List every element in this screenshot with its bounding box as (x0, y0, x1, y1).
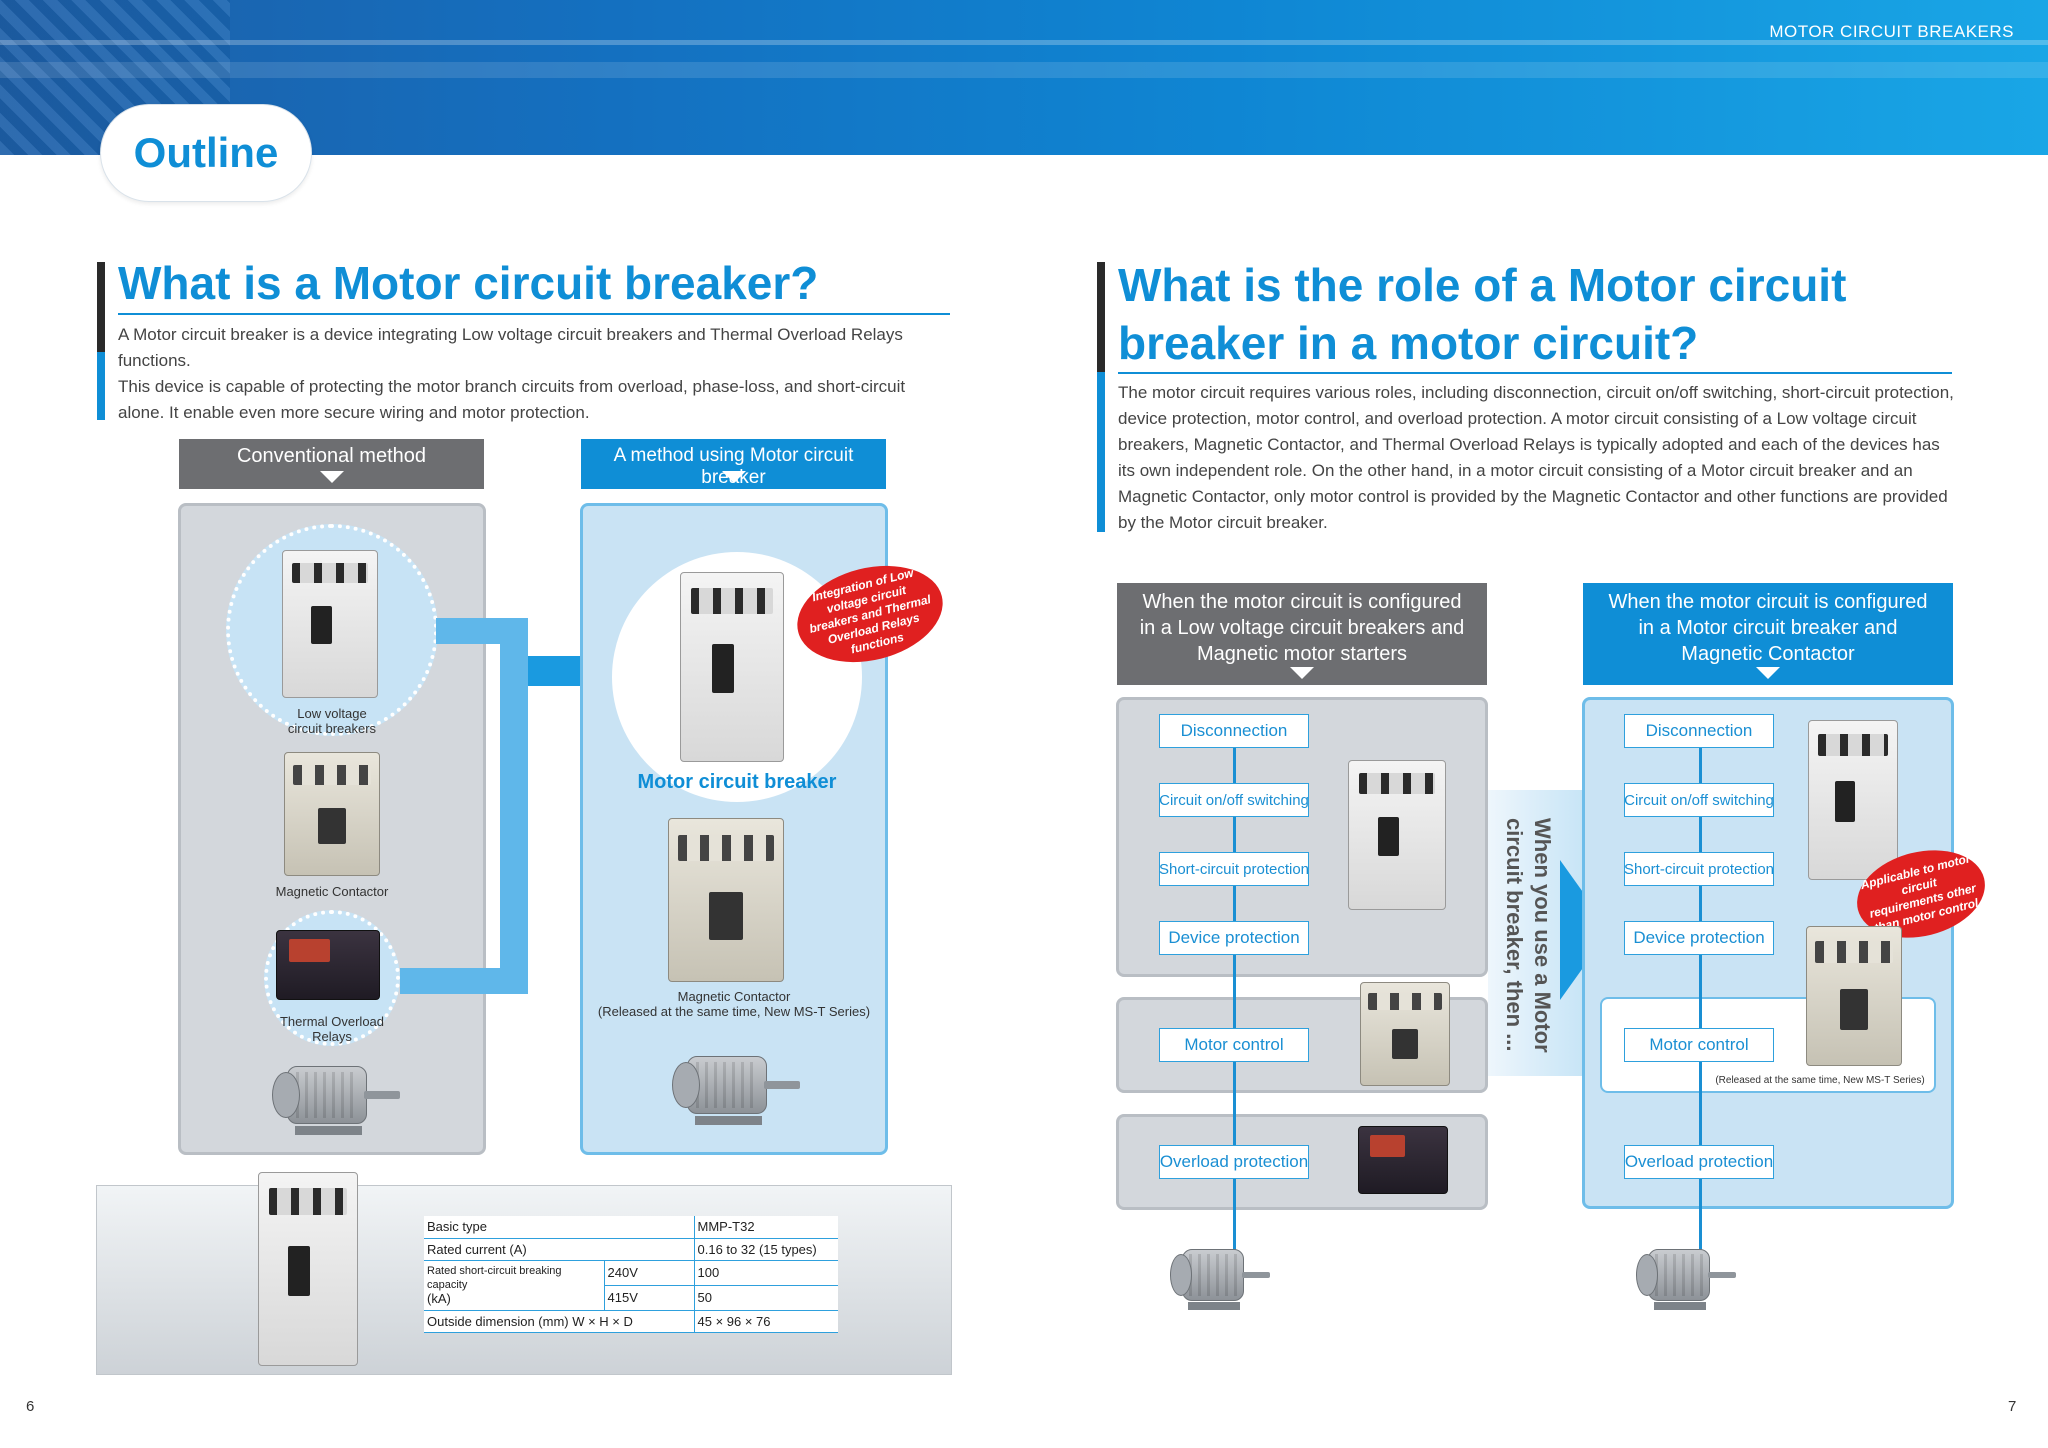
magnetic-contactor-image (668, 818, 784, 982)
circuit-line (1699, 720, 1702, 1250)
role-disconnection: Disconnection (1159, 714, 1309, 748)
role-overload: Overload protection (1624, 1145, 1774, 1179)
motor-image (672, 1040, 800, 1130)
magnetic-contactor-caption: Magnetic Contactor (275, 884, 389, 899)
integration-connector (500, 618, 528, 994)
magnetic-contactor-new-caption: Magnetic Contactor (Released at the same… (597, 989, 871, 1019)
conventional-method-header: Conventional method (179, 439, 484, 489)
left-title-bar (97, 262, 105, 420)
right-title-bar (1097, 262, 1105, 532)
role-short-circuit: Short-circuit protection (1624, 852, 1774, 886)
outline-title: Outline (133, 129, 279, 176)
page-number-right: 7 (2008, 1398, 2017, 1415)
role-short-circuit: Short-circuit protection (1159, 852, 1309, 886)
mmp-t32-image (258, 1172, 358, 1366)
page-number-left: 6 (26, 1398, 35, 1415)
down-arrow-icon (319, 471, 344, 483)
motor-image (1636, 1235, 1736, 1315)
left-paragraph-2: This device is capable of protecting the… (118, 377, 906, 422)
motor-image (1170, 1235, 1270, 1315)
spec-value: 100 (694, 1260, 838, 1286)
table-row: Rated short-circuit breaking capacity(kA… (424, 1260, 838, 1311)
low-voltage-breaker-image (1348, 760, 1446, 910)
spec-value: 50 (694, 1285, 838, 1311)
thermal-overload-relay-image (276, 930, 380, 1000)
role-overload: Overload protection (1159, 1145, 1309, 1179)
low-voltage-breaker-image (282, 550, 378, 698)
table-row: Outside dimension (mm) W × H × D 45 × 96… (424, 1310, 838, 1333)
released-note: (Released at the same time, New MS-T Ser… (1715, 1075, 1925, 1086)
conventional-config-header: When the motor circuit is configured in … (1117, 583, 1487, 685)
breaking-unit: (kA) (427, 1290, 451, 1306)
spec-value: 0.16 to 32 (15 types) (694, 1238, 838, 1261)
mcb-caption: Motor circuit breaker (637, 771, 837, 793)
left-title-rule (118, 313, 950, 315)
down-arrow-icon (1756, 667, 1780, 679)
banner-stripe (0, 40, 2048, 45)
spec-label: Rated current (A) (424, 1238, 695, 1261)
circuit-line (1233, 720, 1236, 1250)
spec-value: 45 × 96 × 76 (694, 1310, 838, 1333)
voltage-label: 415V (604, 1285, 695, 1311)
spec-label: Outside dimension (mm) W × H × D (424, 1310, 695, 1333)
role-motor-control: Motor control (1159, 1028, 1309, 1062)
role-switching: Circuit on/off switching (1159, 783, 1309, 817)
section-header-label: MOTOR CIRCUIT BREAKERS (1769, 22, 2014, 41)
magnetic-contactor-image (1806, 926, 1902, 1066)
role-motor-control: Motor control (1624, 1028, 1774, 1062)
motor-image (272, 1050, 400, 1140)
mcb-method-label: A method using Motor circuit breaker (613, 445, 854, 488)
role-switching: Circuit on/off switching (1624, 783, 1774, 817)
motor-circuit-breaker-image (1808, 720, 1898, 880)
motor-circuit-breaker-image (680, 572, 784, 762)
banner-stripe (0, 62, 2048, 78)
table-row: Basic type MMP-T32 (424, 1216, 838, 1239)
left-paragraph-1: A Motor circuit breaker is a device inte… (118, 325, 903, 370)
mcb-config-label: When the motor circuit is configured in … (1608, 591, 1928, 665)
right-section-title: What is the role of a Motor circuit brea… (1118, 256, 1846, 372)
role-device-protection: Device protection (1624, 921, 1774, 955)
role-device-protection: Device protection (1159, 921, 1309, 955)
right-title-line-2: breaker in a motor circuit? (1118, 317, 1699, 369)
down-arrow-icon (721, 471, 746, 483)
top-banner: MOTOR CIRCUIT BREAKERS (0, 0, 2048, 155)
magnetic-contactor-image (284, 752, 380, 876)
transition-text: When you use a Motor circuit breaker, th… (1502, 818, 1555, 1053)
down-arrow-icon (1290, 667, 1314, 679)
conventional-method-label: Conventional method (236, 445, 426, 467)
outline-tab: Outline (100, 104, 312, 202)
right-paragraph: The motor circuit requires various roles… (1118, 383, 1954, 532)
conventional-config-label: When the motor circuit is configured in … (1139, 591, 1465, 665)
mcb-config-header: When the motor circuit is configured in … (1583, 583, 1953, 685)
low-voltage-breaker-caption: Low voltage circuit breakers (287, 706, 377, 736)
spec-table: Basic type MMP-T32 Rated current (A) 0.1… (424, 1216, 838, 1333)
table-row: Rated current (A) 0.16 to 32 (15 types) (424, 1238, 838, 1261)
spec-label: Rated short-circuit breaking capacity(kA… (424, 1260, 605, 1311)
thermal-relay-caption: Thermal Overload Relays (279, 1014, 385, 1044)
table-row: 415V 50 (424, 1285, 838, 1311)
mcb-method-header: A method using Motor circuit breaker (581, 439, 886, 489)
role-disconnection: Disconnection (1624, 714, 1774, 748)
right-title-line-1: What is the role of a Motor circuit (1118, 259, 1847, 311)
breaking-capacity-label: Rated short-circuit breaking capacity (427, 1264, 562, 1291)
right-title-rule (1118, 372, 1952, 374)
magnetic-contactor-image (1360, 982, 1450, 1086)
spec-value: MMP-T32 (694, 1216, 838, 1239)
left-section-title: What is a Motor circuit breaker? (118, 257, 819, 309)
thermal-overload-relay-image (1358, 1126, 1448, 1194)
spec-label: Basic type (424, 1216, 695, 1239)
voltage-label: 240V (604, 1260, 695, 1286)
